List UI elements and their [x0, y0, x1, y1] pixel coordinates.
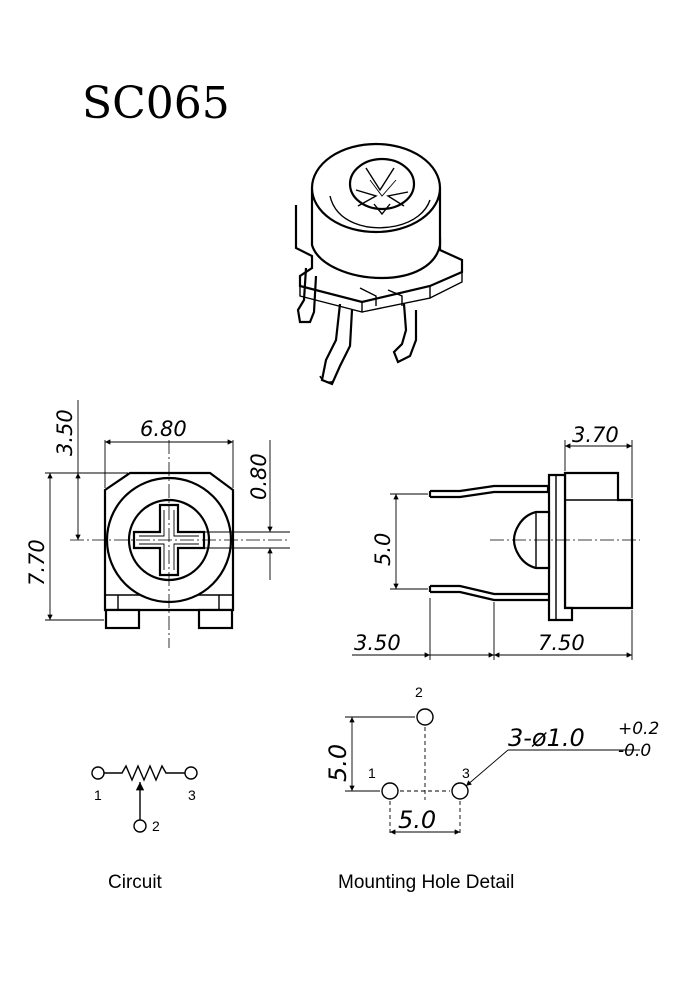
dim-body: 7.50: [538, 631, 585, 655]
resistor-zigzag: [104, 764, 185, 782]
hole-label-1: 1: [368, 765, 376, 781]
dim-pin-width: 0.80: [247, 453, 271, 500]
dim-offset: 3.50: [53, 409, 77, 456]
mount-dim-vertical: 5.0: [324, 744, 352, 782]
isometric-view: [294, 142, 464, 386]
dim-depth: 3.70: [572, 423, 619, 447]
mount-dim-horizontal: 5.0: [398, 806, 436, 834]
circuit-diagram: 1 3 2 Circuit: [91, 764, 198, 893]
dim-lead: 3.50: [354, 631, 401, 655]
mounting-hole-detail: 2 1 3 5.0 5.0 3-ø1.0 +0.2 -0.0 Mounting …: [324, 684, 659, 893]
hole-3: [451, 782, 469, 800]
hole-label-3: 3: [462, 765, 470, 781]
terminal-3: [184, 766, 198, 780]
circuit-caption: Circuit: [108, 872, 163, 893]
dim-height: 7.70: [25, 539, 49, 586]
side-view: 3.70 5.0 3.50 7.50: [352, 423, 640, 660]
dim-width: 6.80: [140, 417, 187, 441]
terminal-1: [91, 766, 105, 780]
part-number-title: SC065: [82, 78, 230, 129]
front-view: 6.80 7.70 3.50 0.80: [25, 400, 290, 648]
tolerance-minus: -0.0: [618, 741, 651, 761]
hole-1: [381, 782, 399, 800]
hole-spec: 3-ø1.0: [508, 724, 585, 752]
dim-pin-spacing: 5.0: [371, 533, 395, 566]
circuit-pin-2: 2: [152, 818, 160, 834]
circuit-pin-1: 1: [94, 787, 102, 803]
circuit-pin-3: 3: [188, 787, 196, 803]
hole-label-2: 2: [415, 684, 423, 700]
terminal-2: [133, 819, 147, 833]
mounting-caption: Mounting Hole Detail: [338, 872, 514, 893]
tolerance-plus: +0.2: [618, 719, 659, 739]
hole-2: [416, 708, 434, 726]
